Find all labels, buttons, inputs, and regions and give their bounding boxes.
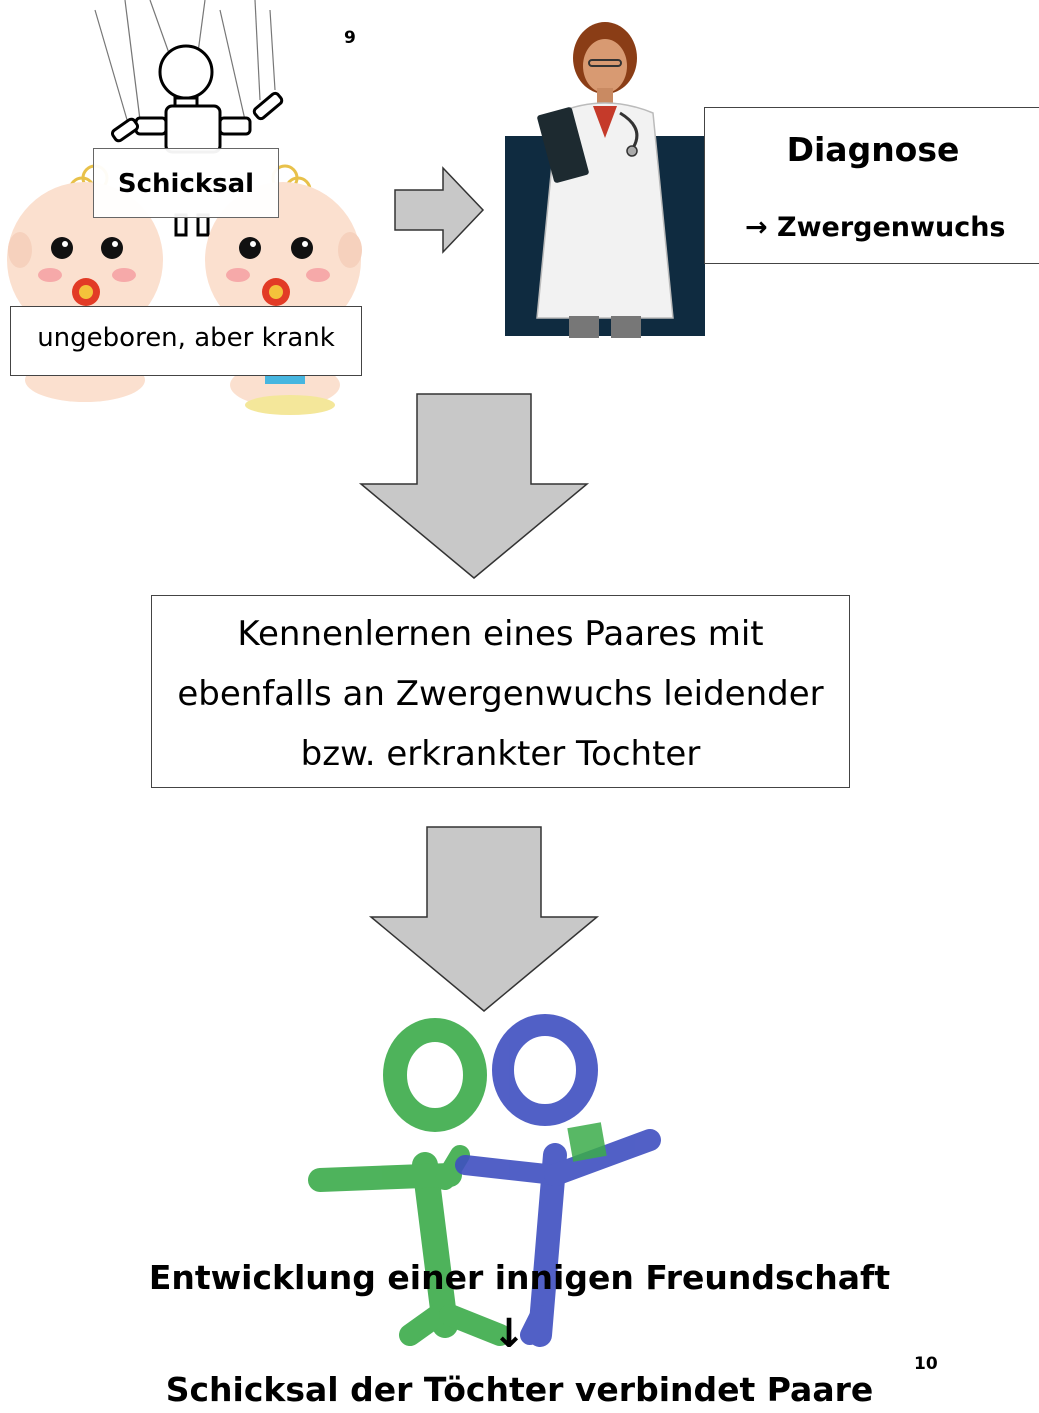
middle-text-box: Kennenlernen eines Paares mit ebenfalls … xyxy=(151,595,850,788)
schicksal-label: Schicksal xyxy=(93,148,279,218)
friendship-figures xyxy=(308,1014,661,1347)
page-number-bottom: 10 xyxy=(914,1354,938,1374)
right-arrow xyxy=(394,166,485,254)
middle-text-line-3: bzw. erkrankter Tochter xyxy=(300,734,701,774)
diagnosis-result: → Zwergenwuchs xyxy=(745,212,1006,243)
babies-caption-box: ungeboren, aber krank xyxy=(10,306,362,376)
diagnosis-title: Diagnose xyxy=(786,130,960,169)
page-number-top: 9 xyxy=(344,28,356,48)
diagnosis-box: Diagnose → Zwergenwuchs xyxy=(704,107,1039,264)
conclusion-arrow: ↓ xyxy=(492,1311,526,1357)
down-arrow-1 xyxy=(358,393,590,579)
doctor-illustration xyxy=(505,22,705,338)
conclusion-line-1: Entwicklung einer innigen Freundschaft xyxy=(148,1258,891,1297)
down-arrow-2 xyxy=(368,826,600,1012)
middle-text-line-1: Kennenlernen eines Paares mit xyxy=(237,614,764,654)
middle-text-line-2: ebenfalls an Zwergenwuchs leidender xyxy=(177,674,824,714)
conclusion-line-2: Schicksal der Töchter verbindet Paare xyxy=(165,1370,874,1409)
